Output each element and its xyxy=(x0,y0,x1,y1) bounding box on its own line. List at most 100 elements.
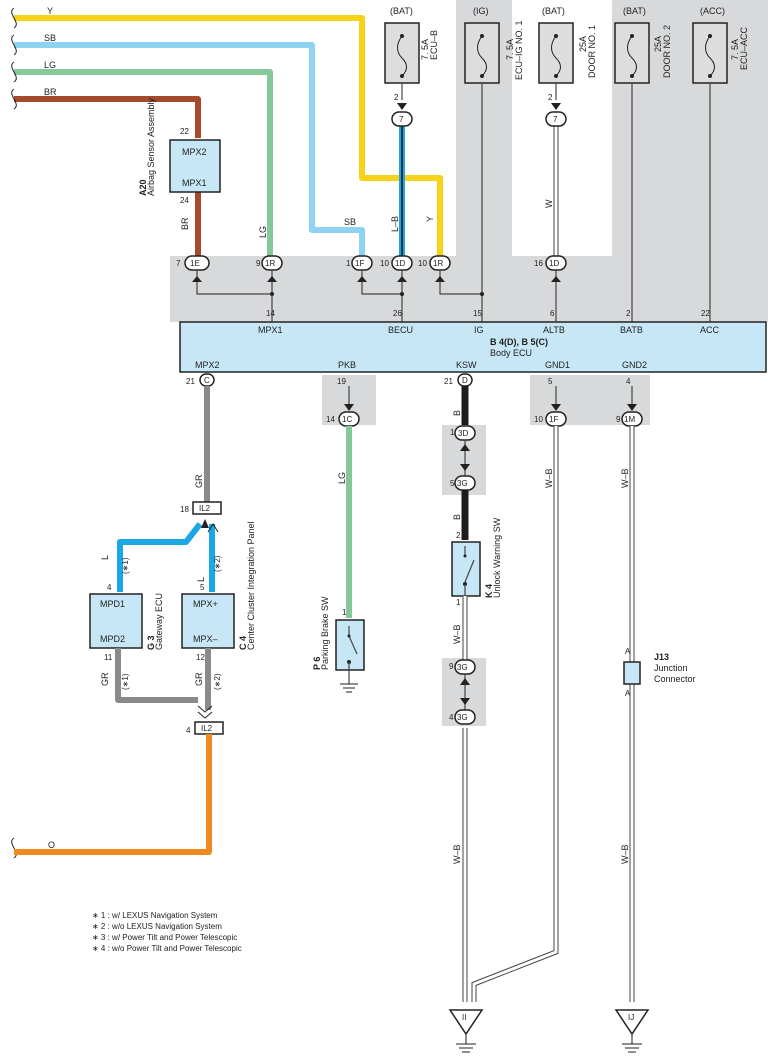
conn-1r-a: 9 1R xyxy=(256,255,283,271)
fuse-name: ECU–IG NO. 1 xyxy=(514,20,524,80)
svg-text:Connector: Connector xyxy=(654,674,696,684)
svg-text:L: L xyxy=(196,577,206,582)
svg-text:5: 5 xyxy=(548,377,553,386)
conn-1r-b: 10 1R xyxy=(418,255,451,271)
svg-text:IL2: IL2 xyxy=(199,504,211,513)
svg-text:15: 15 xyxy=(473,309,482,318)
svg-text:MPX1: MPX1 xyxy=(182,178,207,188)
svg-text:K 4: K 4 xyxy=(484,584,494,598)
fuse-ecu-acc: (ACC) 7. 5A ECU–ACC xyxy=(692,6,749,322)
svg-text:14: 14 xyxy=(326,415,335,424)
fuse-rating: 7. 5A xyxy=(505,39,515,60)
svg-text:12: 12 xyxy=(196,653,205,662)
fuse-source: (BAT) xyxy=(390,6,413,16)
conn-1f-a: 1 1F xyxy=(346,255,373,271)
svg-text:BECU: BECU xyxy=(388,325,413,335)
fuse-name: ECU–B xyxy=(429,30,439,60)
gnd1-branch: 10 1F W–B xyxy=(471,386,567,1002)
svg-text:KSW: KSW xyxy=(456,360,477,370)
junction-connector: A A J13 Junction Connector xyxy=(623,647,696,698)
fuse-source: (IG) xyxy=(473,6,489,16)
fuse-source: (BAT) xyxy=(542,6,565,16)
svg-text:4: 4 xyxy=(449,713,454,722)
svg-text:1: 1 xyxy=(346,259,351,268)
fuse-source: (BAT) xyxy=(623,6,646,16)
fuse-ecu-b: (BAT) 7. 5A ECU–B xyxy=(384,6,439,100)
fuse-source: (ACC) xyxy=(700,6,725,16)
svg-text:A: A xyxy=(625,689,631,698)
pin: 2 xyxy=(548,93,553,102)
fuse-rating: 25A xyxy=(653,36,663,52)
svg-text:Body ECU: Body ECU xyxy=(490,348,532,358)
svg-text:L: L xyxy=(100,555,110,560)
svg-text:1E: 1E xyxy=(190,259,200,268)
svg-text:LG: LG xyxy=(337,472,347,484)
pkb-branch: 14 1C LG 1 xyxy=(326,386,360,618)
svg-text:5: 5 xyxy=(200,583,205,592)
note-2: ∗ 2 : w/o LEXUS Navigation System xyxy=(92,922,222,931)
svg-text:GR: GR xyxy=(194,672,204,686)
fuse-door2: (BAT) 25A DOOR NO. 2 xyxy=(614,6,672,322)
gateway-ecu: 4 MPD1 MPD2 11 G 3 Gateway ECU xyxy=(89,583,164,662)
svg-text:26: 26 xyxy=(393,309,402,318)
svg-text:10: 10 xyxy=(534,415,543,424)
fuse-name: DOOR NO. 1 xyxy=(587,25,597,78)
conn-1d-b: 16 1D xyxy=(534,255,567,271)
svg-text:W–B: W–B xyxy=(620,468,630,488)
svg-text:MPD2: MPD2 xyxy=(100,634,125,644)
svg-text:1D: 1D xyxy=(395,259,405,268)
svg-text:BATB: BATB xyxy=(620,325,643,335)
svg-text:PKB: PKB xyxy=(338,360,356,370)
svg-text:4: 4 xyxy=(626,377,631,386)
svg-text:L–B: L–B xyxy=(390,216,400,232)
label-sb: SB xyxy=(44,33,56,43)
wire-wb-ksw: W–B 9 3G 4 3G W–B xyxy=(449,596,476,1002)
conn-il2-bottom: 4 IL2 xyxy=(186,721,224,735)
svg-text:10: 10 xyxy=(418,259,427,268)
svg-text:5: 5 xyxy=(450,479,455,488)
svg-text:9: 9 xyxy=(449,662,454,671)
label-lg: LG xyxy=(44,60,56,70)
svg-text:BR: BR xyxy=(180,217,190,230)
note-1: ∗ 1 : w/ LEXUS Navigation System xyxy=(92,911,218,920)
svg-text:ALTB: ALTB xyxy=(543,325,565,335)
svg-text:Center Cluster Integration Pan: Center Cluster Integration Panel xyxy=(246,521,256,650)
svg-text:11: 11 xyxy=(104,653,113,662)
svg-text:IJ: IJ xyxy=(628,1013,634,1022)
svg-text:B: B xyxy=(452,514,462,520)
wire-gr-lower-left xyxy=(115,648,198,703)
svg-text:22: 22 xyxy=(180,127,189,136)
svg-text:GR: GR xyxy=(194,474,204,488)
svg-text:GND2: GND2 xyxy=(622,360,647,370)
airbag-sensor: MPX2 MPX1 22 24 A20 Airbag Sensor Assemb… xyxy=(138,97,221,205)
svg-text:C: C xyxy=(204,376,210,385)
svg-text:16: 16 xyxy=(534,259,543,268)
parking-brake-sw: P 6 Parking Brake SW xyxy=(312,596,365,693)
svg-text:J13: J13 xyxy=(654,652,669,662)
svg-text:IL2: IL2 xyxy=(201,724,213,733)
svg-text:MPX2: MPX2 xyxy=(195,360,220,370)
svg-text:9: 9 xyxy=(616,415,621,424)
note-3: ∗ 3 : w/ Power Tilt and Power Telescopic xyxy=(92,933,237,942)
svg-text:W–B: W–B xyxy=(452,844,462,864)
svg-text:W–B: W–B xyxy=(544,468,554,488)
svg-text:O: O xyxy=(48,840,55,850)
body-ecu: MPX1 BECU IG ALTB BATB ACC B 4(D), B 5(C… xyxy=(179,321,767,373)
svg-text:B 4(D), B 5(C): B 4(D), B 5(C) xyxy=(490,337,548,347)
connector-7a: 7 xyxy=(391,103,413,127)
gnd2-branch: 9 1M W–B W–B xyxy=(616,386,643,1002)
svg-text:(∗1): (∗1) xyxy=(121,557,130,574)
svg-text:6: 6 xyxy=(550,309,555,318)
fuse-name: DOOR NO. 2 xyxy=(662,25,672,78)
svg-text:W: W xyxy=(544,199,554,208)
svg-text:GR: GR xyxy=(100,672,110,686)
svg-text:II: II xyxy=(462,1013,466,1022)
svg-text:1R: 1R xyxy=(265,259,275,268)
svg-text:4: 4 xyxy=(107,583,112,592)
ground-ij: IJ xyxy=(614,1009,650,1053)
svg-text:W–B: W–B xyxy=(452,624,462,644)
svg-text:1F: 1F xyxy=(355,259,364,268)
svg-text:3D: 3D xyxy=(458,429,468,438)
fuse-rating: 25A xyxy=(578,36,588,52)
